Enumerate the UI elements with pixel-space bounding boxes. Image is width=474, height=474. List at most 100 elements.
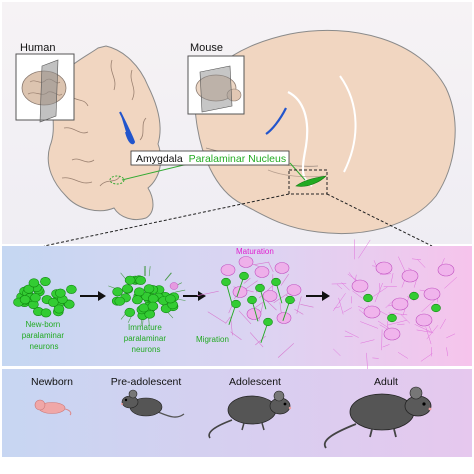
maturing-neurite [245, 280, 258, 290]
mature-paralaminar-neuron [409, 291, 419, 301]
mature-neurite [421, 299, 436, 313]
immature-neuron [148, 294, 159, 304]
mature-neurite [385, 301, 392, 309]
mature-neurite [348, 272, 356, 282]
migrating-neuron [263, 317, 273, 327]
middle-panel: New-born paralaminar neurons Immature pa… [2, 239, 472, 371]
immature-neuron [147, 301, 159, 311]
immature-neuron [134, 287, 145, 297]
newborn-neuron [40, 308, 52, 318]
mature-neurite [390, 273, 394, 284]
zoom-line-right [326, 193, 433, 247]
maturing-neuron [262, 290, 278, 302]
migrating-neuron [221, 277, 231, 287]
immature-neuron [112, 287, 123, 297]
migrating-neuron [271, 277, 281, 287]
immature-neuron [165, 294, 176, 304]
immature-neuron [124, 307, 136, 317]
mature-neurite [416, 329, 431, 333]
maturing-neurite [207, 311, 227, 324]
mature-neurite [343, 307, 352, 313]
migrating-neurons [197, 256, 314, 358]
mature-neuron [423, 287, 441, 301]
newborn-neuron [66, 284, 77, 294]
mature-neurite [377, 320, 390, 329]
mature-neurite [336, 284, 343, 290]
migrating-neuron [255, 283, 265, 293]
mature-neurite [333, 348, 341, 356]
mature-neurite [446, 347, 448, 357]
mouse-white-matter-2 [339, 75, 357, 173]
mature-neurite [388, 312, 408, 316]
pre-adolescent-mouse [121, 389, 185, 418]
mature-neurite [360, 321, 379, 329]
migrating-neuron [285, 295, 295, 305]
maturing-neuron [220, 264, 236, 276]
newborn-neuron [55, 288, 66, 298]
mature-neurite [372, 357, 379, 359]
mature-neuron [375, 261, 393, 275]
bottom-panel: Newborn Pre-adolescent Adolescent Adult [2, 369, 472, 457]
arrow-1-head [98, 291, 106, 301]
stage2-label-line3: neurons [132, 345, 161, 354]
mature-neuron [363, 305, 381, 319]
immature-neuron-process [175, 289, 186, 293]
mature-neurite [387, 319, 408, 326]
stage1-label: New-born paralaminar neurons [22, 320, 66, 351]
maturing-neurite [296, 296, 302, 314]
mouse-brain [194, 29, 456, 234]
immature-neuron-cluster [108, 265, 186, 326]
mature-neurite [414, 324, 434, 334]
maturing-neuron [169, 282, 179, 290]
maturing-neurite [258, 300, 264, 322]
human-inset-plane [39, 59, 59, 123]
maturing-neurite [254, 301, 263, 309]
immature-neuron-process [164, 272, 172, 281]
region-title-part2: Paralaminar Nucleus [189, 153, 286, 165]
age-label-newborn: Newborn [31, 376, 73, 388]
mature-neurite [382, 344, 390, 348]
mature-neurite [398, 256, 406, 273]
age-label-adult: Adult [374, 376, 398, 388]
mature-paralaminar-neuron [387, 313, 397, 323]
newborn-neuron [53, 304, 65, 314]
maturing-neurite [255, 335, 266, 346]
mature-neurite [358, 309, 366, 315]
mouse-label: Mouse [190, 42, 223, 54]
region-title-part1: Amygdala [136, 153, 183, 165]
mature-neurite [379, 273, 391, 276]
human-ventricle [119, 111, 136, 145]
mature-paralaminar-neuron [363, 293, 373, 303]
mature-neuron [383, 327, 401, 341]
immature-neuron-process [148, 266, 151, 277]
mouse-brain-fold-2 [267, 169, 325, 178]
migrating-neuron [239, 271, 249, 281]
newborn-neuron-cluster [13, 276, 77, 318]
maturing-neurite [268, 262, 274, 273]
immature-neuron [135, 275, 146, 285]
immature-neuron [124, 275, 136, 285]
mouse-white-matter [287, 91, 313, 187]
mature-neurite [360, 339, 375, 344]
mouse-inset-plane [199, 65, 233, 113]
immature-neuron [122, 284, 133, 294]
stage1-label-line3: neurons [30, 342, 59, 351]
mature-neuron [391, 297, 409, 311]
newborn-neuron [23, 284, 35, 294]
maturing-neurite [238, 310, 252, 325]
mouse-ventricle [265, 107, 287, 135]
maturing-neuron [286, 284, 302, 296]
mature-neurite [352, 290, 363, 299]
newborn-neuron [47, 297, 59, 307]
maturing-neurite [228, 305, 233, 314]
zoom-box [288, 169, 328, 195]
zoom-line-left [43, 193, 290, 247]
region-label-box [130, 150, 290, 166]
stage2-label-line2: paralaminar [124, 334, 167, 343]
mature-neurite [425, 327, 432, 345]
mature-neurite [366, 352, 368, 371]
arrow-2-head [198, 291, 206, 301]
mouse-paralaminar-nucleus [295, 175, 327, 187]
adult-mouse [323, 386, 432, 449]
